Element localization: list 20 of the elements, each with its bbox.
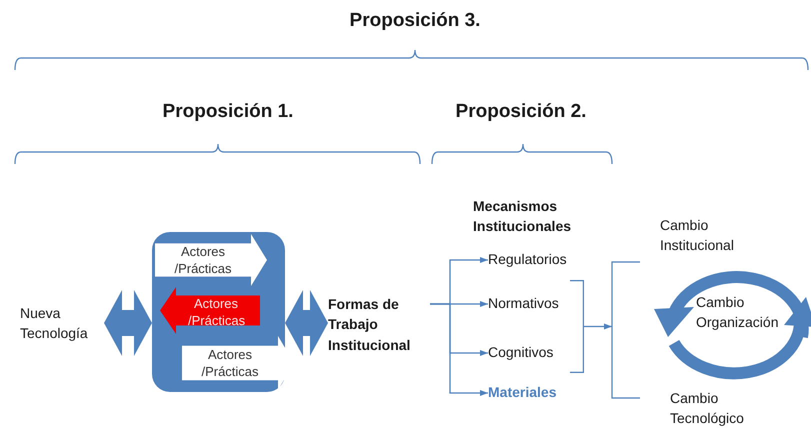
section-heading: Proposición 3. [350, 10, 480, 32]
node-label: Nueva Tecnología [20, 303, 104, 347]
node-label: Cambio Institucional [660, 215, 770, 259]
node-label: Materiales [488, 382, 588, 404]
section-heading: Proposición 1. [162, 101, 294, 123]
node-label: Cambio Organización [696, 293, 780, 332]
tag-shape: Actores /Prácticas [160, 287, 260, 334]
node-label: Regulatorios [488, 249, 588, 271]
bracket [569, 280, 584, 373]
node-label: Normativos [488, 293, 588, 315]
double-block-arrow [104, 290, 152, 356]
arrow [584, 324, 612, 330]
column-heading: Mecanismos Institucionales [473, 197, 572, 236]
node-label: Formas de Trabajo Institucional [328, 294, 430, 360]
node-label: Cambio Tecnológico [670, 388, 770, 429]
node-label: Cognitivos [488, 342, 588, 364]
double-block-arrow [285, 290, 328, 356]
section-heading: Proposición 2. [456, 101, 586, 123]
arrow [430, 303, 488, 396]
tag-shape: Actores /Prácticas [155, 234, 267, 286]
